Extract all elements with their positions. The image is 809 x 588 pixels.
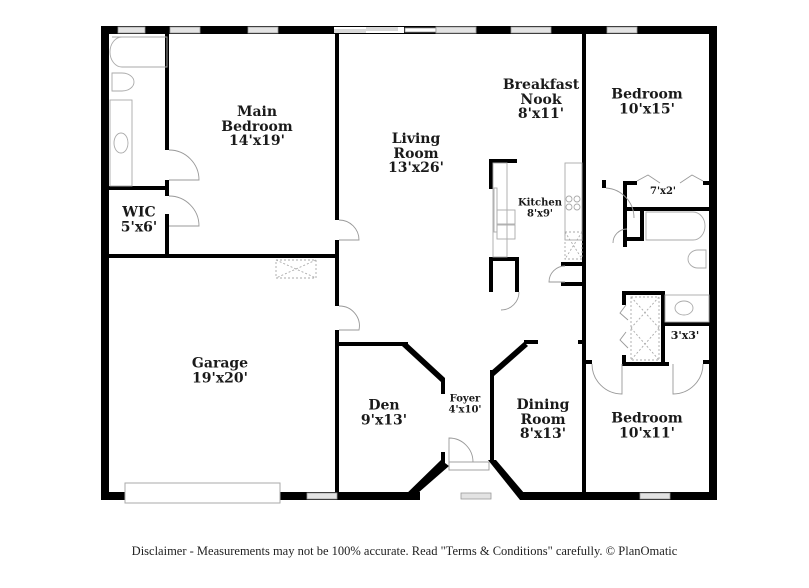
room-name-line2: Bedroom bbox=[221, 118, 293, 135]
room-label-living-room: Living Room 13'x26' bbox=[388, 132, 444, 176]
garage-door bbox=[124, 482, 281, 504]
room-name: WIC bbox=[122, 204, 156, 221]
room-label-den: Den 9'x13' bbox=[361, 398, 407, 427]
fixtures bbox=[109, 36, 710, 361]
room-label-wic: WIC 5'x6' bbox=[121, 205, 157, 234]
disclaimer-text: Disclaimer - Measurements may not be 100… bbox=[131, 544, 678, 558]
room-name: Garage bbox=[191, 355, 249, 372]
room-size: 14'x19' bbox=[229, 133, 285, 150]
room-size: 10'x11' bbox=[619, 425, 675, 441]
room-label-garage: Garage 19'x20' bbox=[192, 356, 248, 385]
room-name: Bedroom bbox=[611, 410, 683, 427]
room-size: 8'x9' bbox=[526, 208, 554, 219]
room-label-closet-upper: 7'x2' bbox=[649, 185, 677, 198]
windows bbox=[117, 26, 671, 500]
room-size: 7'x2' bbox=[649, 185, 677, 197]
room-label-foyer: Foyer 4'x10' bbox=[448, 393, 482, 416]
room-label-closet-small: 3'x3' bbox=[671, 330, 700, 342]
room-label-kitchen: Kitchen 8'x9' bbox=[517, 197, 563, 220]
room-name: Kitchen bbox=[517, 197, 563, 209]
room-name-line1: Main bbox=[236, 103, 278, 120]
room-size: 8'x13' bbox=[519, 426, 567, 443]
room-name-line2: Nook bbox=[520, 91, 562, 108]
room-name-line2: Room bbox=[393, 145, 439, 162]
room-size: 4'x10' bbox=[448, 404, 482, 415]
room-name-line2: Room bbox=[520, 411, 566, 428]
room-size: 8'x11' bbox=[517, 106, 565, 123]
sliding-door bbox=[334, 27, 404, 33]
room-label-breakfast-nook: Breakfast Nook 8'x11' bbox=[503, 78, 579, 122]
door-swings bbox=[168, 149, 704, 471]
room-name-line1: Dining bbox=[516, 396, 570, 413]
room-size: 10'x15' bbox=[619, 101, 675, 117]
room-label-dining-room: Dining Room 8'x13' bbox=[517, 398, 570, 442]
room-size: 5'x6' bbox=[120, 219, 158, 235]
room-name: Den bbox=[368, 397, 400, 414]
room-size: 19'x20' bbox=[192, 370, 248, 386]
room-size: 13'x26' bbox=[388, 160, 444, 177]
room-size: 9'x13' bbox=[360, 412, 408, 428]
room-label-bedroom-upper: Bedroom 10'x15' bbox=[611, 87, 682, 116]
room-label-bedroom-lower: Bedroom 10'x11' bbox=[611, 411, 682, 440]
interior-walls bbox=[109, 34, 709, 500]
room-size: 3'x3' bbox=[670, 329, 700, 343]
room-label-main-bedroom: Main Bedroom 14'x19' bbox=[221, 105, 292, 149]
room-name-line1: Living bbox=[391, 130, 441, 147]
room-name: Foyer bbox=[449, 393, 481, 405]
room-name: Bedroom bbox=[611, 86, 683, 103]
room-name-line1: Breakfast bbox=[502, 76, 580, 93]
